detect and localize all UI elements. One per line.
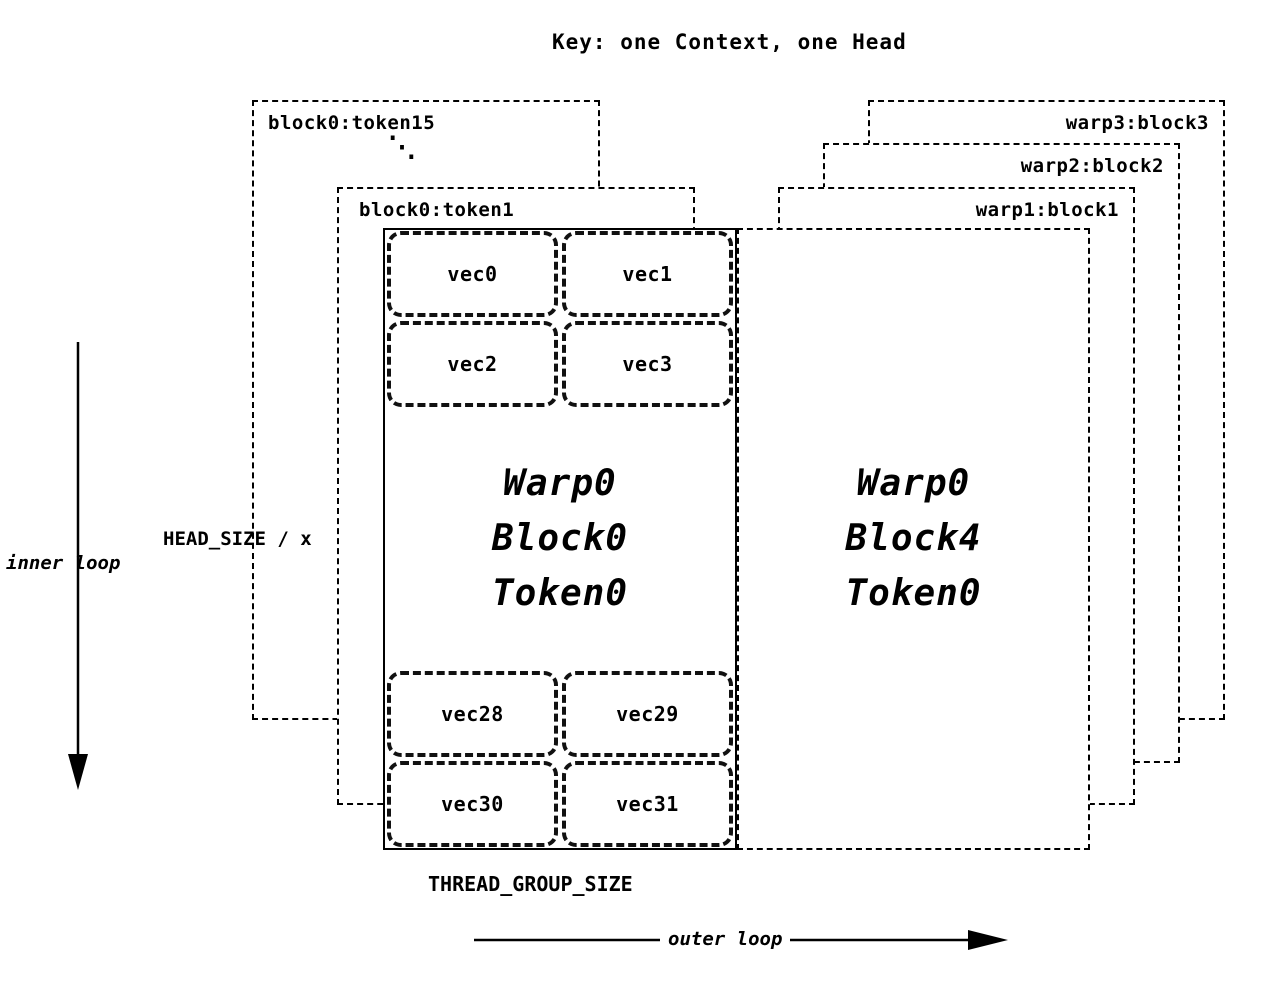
warp0-block4-box: Warp0 Block4 Token0 (737, 228, 1090, 850)
warp0-block4-line1: Warp0 (856, 463, 971, 504)
top-vec-grid: vec0 vec1 vec2 vec3 (387, 231, 733, 407)
vec29-cell: vec29 (562, 671, 733, 757)
warp1-block1-label: warp1:block1 (975, 199, 1119, 221)
warp0-block0-line3: Token0 (491, 573, 629, 614)
block0-token15-label: block0:token15 (268, 112, 436, 134)
vec2-cell: vec2 (387, 321, 558, 407)
diagram-title: Key: one Context, one Head (552, 30, 907, 54)
warp3-block3-label: warp3:block3 (1065, 112, 1209, 134)
vec3-cell: vec3 (562, 321, 733, 407)
warp2-block2-label: warp2:block2 (1020, 155, 1164, 177)
inner-loop-label: inner loop (6, 552, 121, 574)
block0-token1-label: block0:token1 (359, 199, 515, 221)
vec31-cell: vec31 (562, 761, 733, 847)
vec28-cell: vec28 (387, 671, 558, 757)
warp0-block0-line1: Warp0 (503, 463, 617, 504)
ellipsis-dots: ⋱ (388, 130, 416, 163)
warp0-block0-box: vec0 vec1 vec2 vec3 Warp0 Block0 Token0 … (383, 228, 737, 850)
outer-loop-label: outer loop (660, 928, 791, 950)
vec30-cell: vec30 (387, 761, 558, 847)
warp0-block4-text: Warp0 Block4 Token0 (739, 456, 1088, 621)
vec1-cell: vec1 (562, 231, 733, 317)
warp0-block0-line2: Block0 (491, 518, 629, 559)
head-size-label: HEAD_SIZE / x (163, 528, 312, 550)
warp0-block0-text: Warp0 Block0 Token0 (385, 456, 735, 621)
inner-loop-arrow-icon (68, 342, 88, 790)
warp0-block4-line2: Block4 (845, 518, 982, 559)
vec0-cell: vec0 (387, 231, 558, 317)
thread-group-size-label: THREAD_GROUP_SIZE (428, 872, 633, 896)
bottom-vec-grid: vec28 vec29 vec30 vec31 (387, 671, 733, 847)
warp0-block4-line3: Token0 (845, 573, 982, 614)
